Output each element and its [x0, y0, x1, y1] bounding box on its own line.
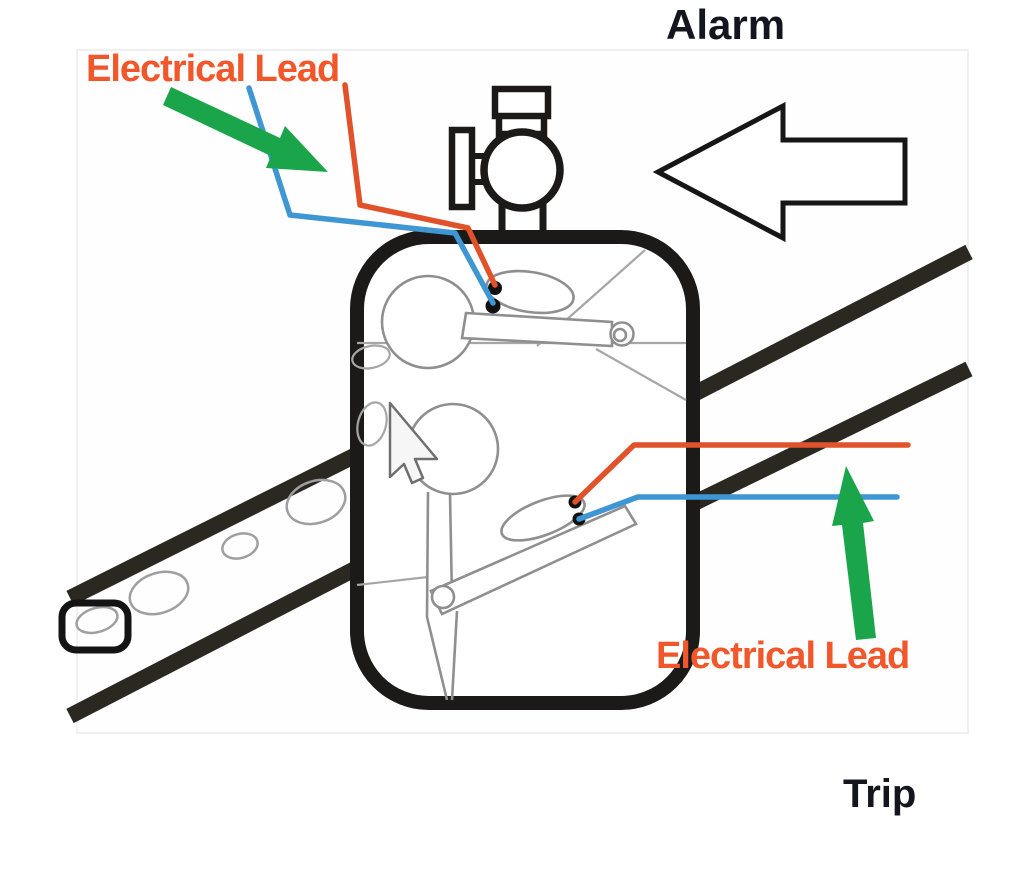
lower-mechanism — [406, 402, 638, 701]
mouse-cursor-icon — [388, 401, 439, 485]
upper-coil — [485, 269, 575, 315]
highlight-box — [58, 599, 132, 654]
upper-terminal-blue — [485, 298, 501, 314]
internal-ellipse-small — [351, 344, 391, 370]
lower-wedge-right — [450, 610, 459, 701]
belt-hole — [75, 605, 119, 635]
belt-hole — [221, 532, 259, 560]
belt-hole — [285, 478, 347, 526]
upper-mechanism — [380, 269, 635, 370]
alarm-label: Alarm — [666, 1, 786, 48]
sensor-flange — [448, 126, 476, 211]
lead-wire-blue-bottom — [576, 494, 900, 522]
belt-holes — [75, 478, 347, 635]
sensor-cap-upper — [491, 85, 552, 120]
green-arrow-alarm-icon — [163, 87, 328, 172]
internal-diagonal-lower — [595, 348, 687, 401]
lead-wire-orange-bottom — [572, 442, 911, 505]
internal-ellipse-side — [356, 401, 388, 447]
lower-pivot — [430, 584, 456, 610]
electrical-lead-label-bottom: Electrical Lead — [656, 635, 910, 677]
lower-wedge-left — [425, 616, 449, 701]
electrical-lead-label-top: Electrical Lead — [86, 48, 340, 90]
upper-terminal-orange — [488, 281, 502, 295]
lower-link-left — [425, 491, 430, 618]
trip-label: Trip — [843, 772, 917, 816]
belt-band-lower-right — [676, 361, 973, 518]
lower-coil — [500, 494, 586, 542]
upper-lever-hole — [612, 327, 628, 343]
lead-wire-orange-top — [342, 82, 498, 288]
sensor-knob — [480, 128, 564, 212]
top-sensor-assembly — [448, 85, 564, 238]
internal-line-lowerleft — [356, 575, 429, 587]
upper-cam-wheel — [380, 274, 476, 370]
green-arrow-trip-icon — [832, 466, 876, 640]
upper-lever-arm — [460, 311, 614, 348]
belt-direction-arrow-icon — [652, 101, 908, 243]
belt-hole — [128, 570, 190, 616]
